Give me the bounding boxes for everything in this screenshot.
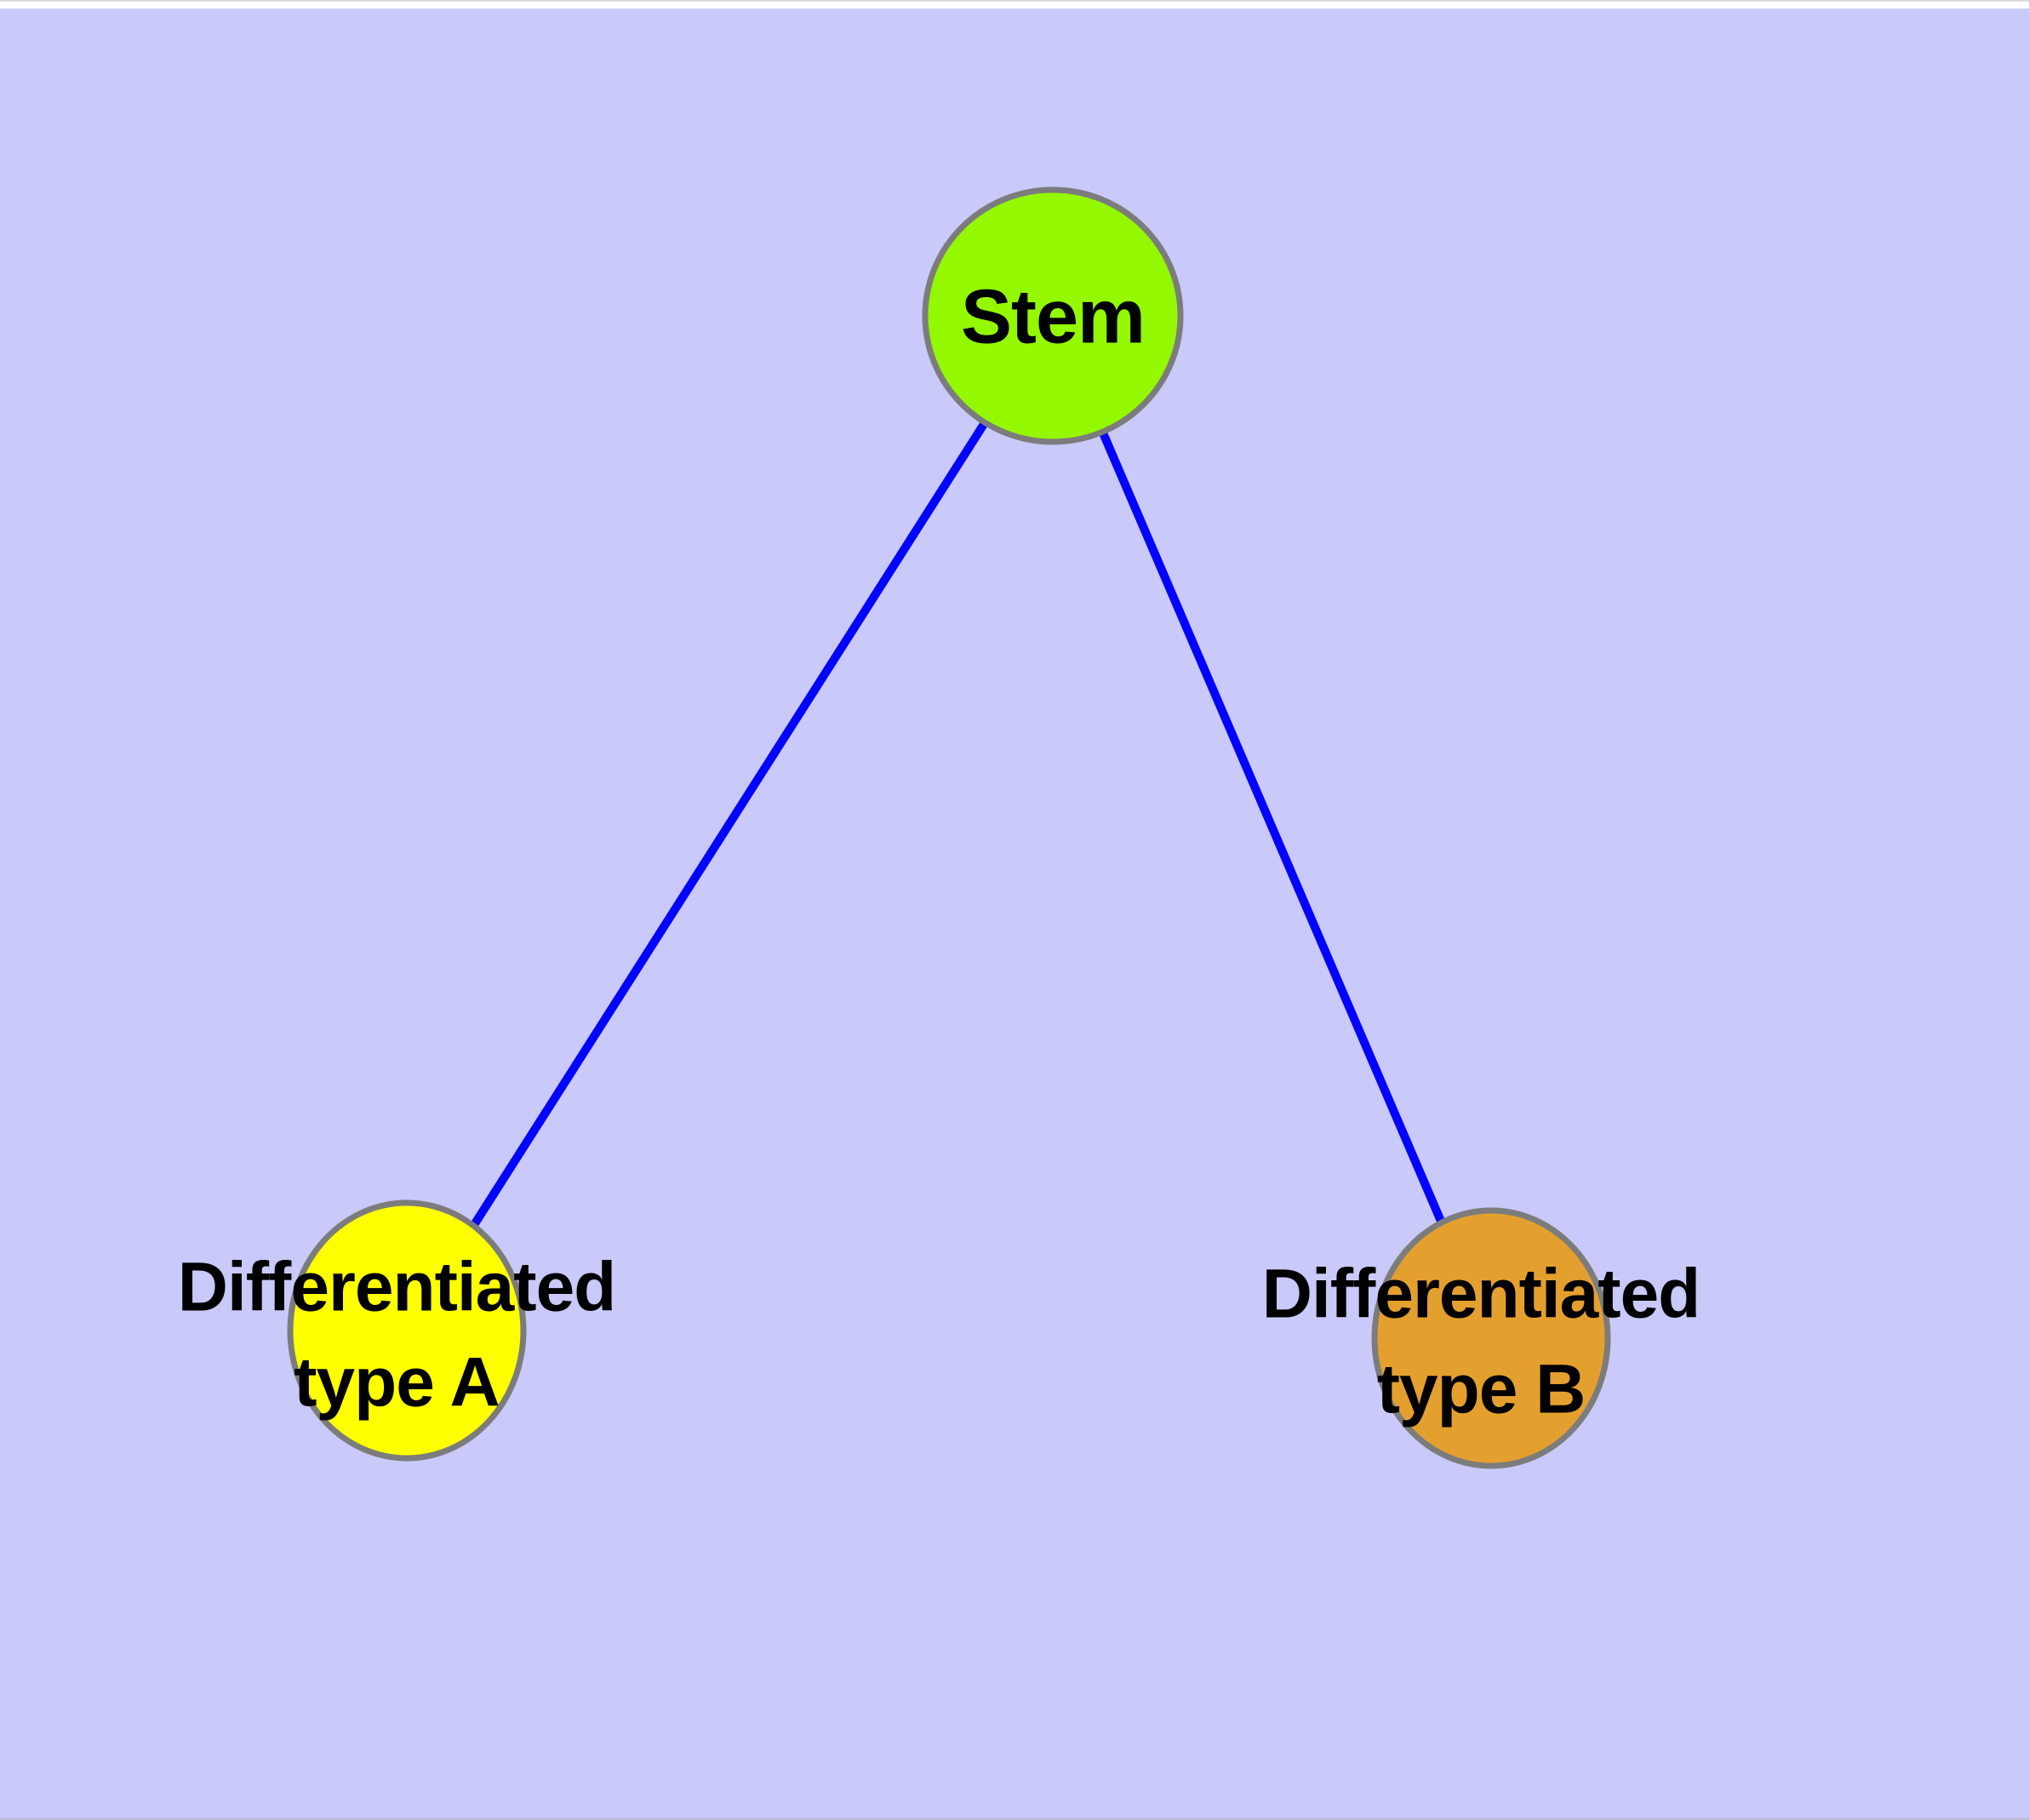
node-type-b-circle	[1371, 1207, 1611, 1469]
node-type-a-circle	[287, 1199, 527, 1462]
bottom-border-line	[0, 1817, 2029, 1820]
edge-stem-to-type-b	[1049, 314, 1495, 1340]
node-stem-circle	[922, 186, 1184, 445]
edge-stem-to-type-a	[403, 313, 1057, 1333]
top-margin-strip	[0, 0, 2029, 9]
